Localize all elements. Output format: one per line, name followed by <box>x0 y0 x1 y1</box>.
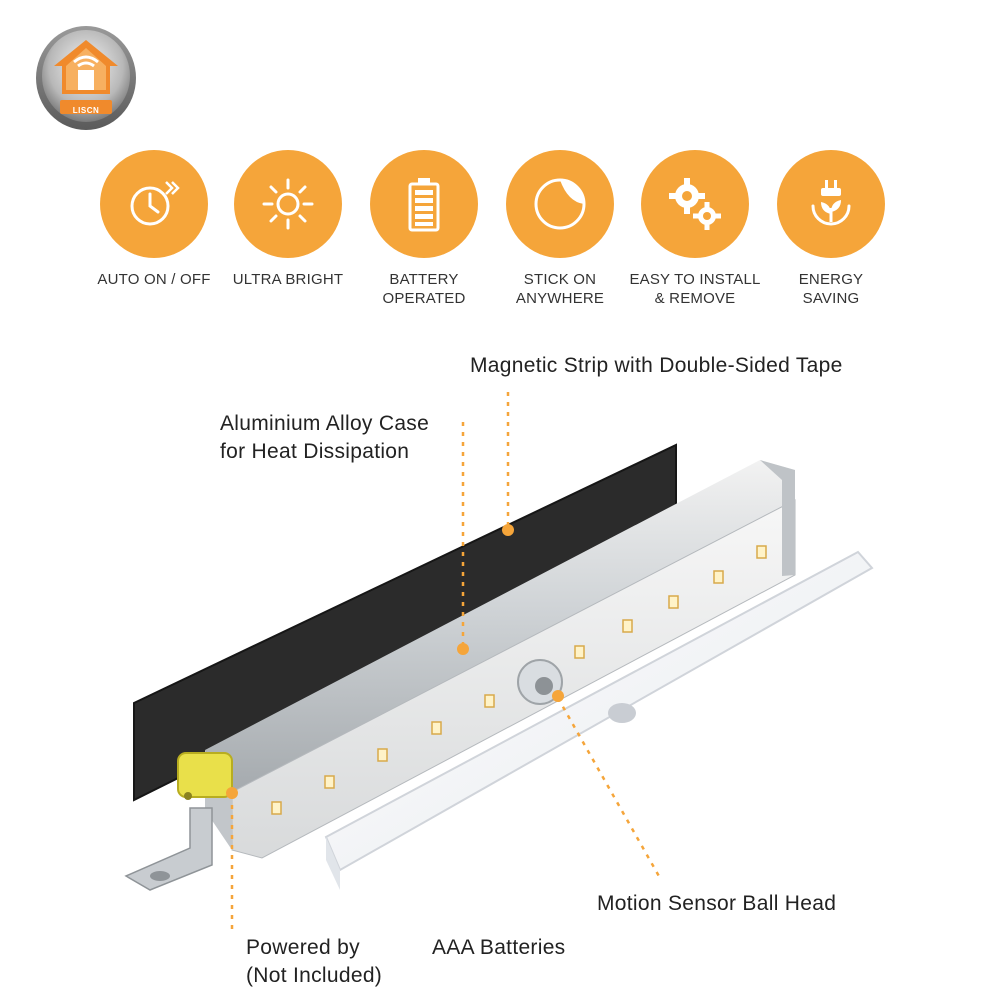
led-chips <box>271 545 767 815</box>
mounting-bracket <box>124 807 213 891</box>
feature-label: AUTO ON / OFF <box>97 271 211 288</box>
battery-icon <box>408 178 440 232</box>
battery-end-cap <box>177 752 233 798</box>
feature-label: ENERGY SAVING <box>798 271 864 307</box>
aluminium-case-top <box>205 460 795 792</box>
feature-easy-install: EASY TO INSTALL & REMOVE <box>620 150 770 308</box>
timer-icon <box>130 181 180 226</box>
feature-label: EASY TO INSTALL & REMOVE <box>629 271 761 307</box>
callout-motion-sensor: Motion Sensor Ball Head <box>597 892 837 915</box>
feature-energy-saving: ENERGY SAVING <box>756 150 906 308</box>
sensor-hole <box>608 703 636 723</box>
stick-icon <box>534 178 586 230</box>
feature-label: STICK ON ANYWHERE <box>515 271 605 307</box>
feature-ultra-bright: ULTRA BRIGHT <box>213 150 363 289</box>
feature-label: BATTERY OPERATED <box>382 271 466 307</box>
callout-aaa-batteries: AAA Batteries <box>432 936 566 959</box>
feature-battery-operated: BATTERY OPERATED <box>349 150 499 308</box>
product-diagram: Magnetic Strip with Double-Sided Tape Al… <box>0 330 1000 1000</box>
feature-circle <box>100 150 208 258</box>
diffuser-cover <box>324 550 874 872</box>
callout-aluminium-case: Aluminium Alloy Case for Heat Dissipatio… <box>220 412 430 463</box>
feature-circle <box>777 150 885 258</box>
feature-circle <box>234 150 342 258</box>
feature-stick-on: STICK ON ANYWHERE <box>485 150 635 308</box>
sun-icon <box>262 178 314 230</box>
callout-magnetic-strip: Magnetic Strip with Double-Sided Tape <box>470 354 843 377</box>
gears-icon <box>669 178 721 230</box>
brand-logo: LISCN <box>34 20 138 132</box>
feature-circle <box>641 150 749 258</box>
feature-circle <box>370 150 478 258</box>
callout-powered-by: Powered by (Not Included) <box>246 936 383 987</box>
logo-text: LISCN <box>72 106 100 115</box>
feature-label: ULTRA BRIGHT <box>232 271 344 288</box>
eco-plug-icon <box>811 180 851 226</box>
house-badge-icon <box>36 26 136 130</box>
feature-circle <box>506 150 614 258</box>
exploded-light-bar <box>124 392 874 930</box>
feature-auto-on-off: AUTO ON / OFF <box>79 150 229 289</box>
